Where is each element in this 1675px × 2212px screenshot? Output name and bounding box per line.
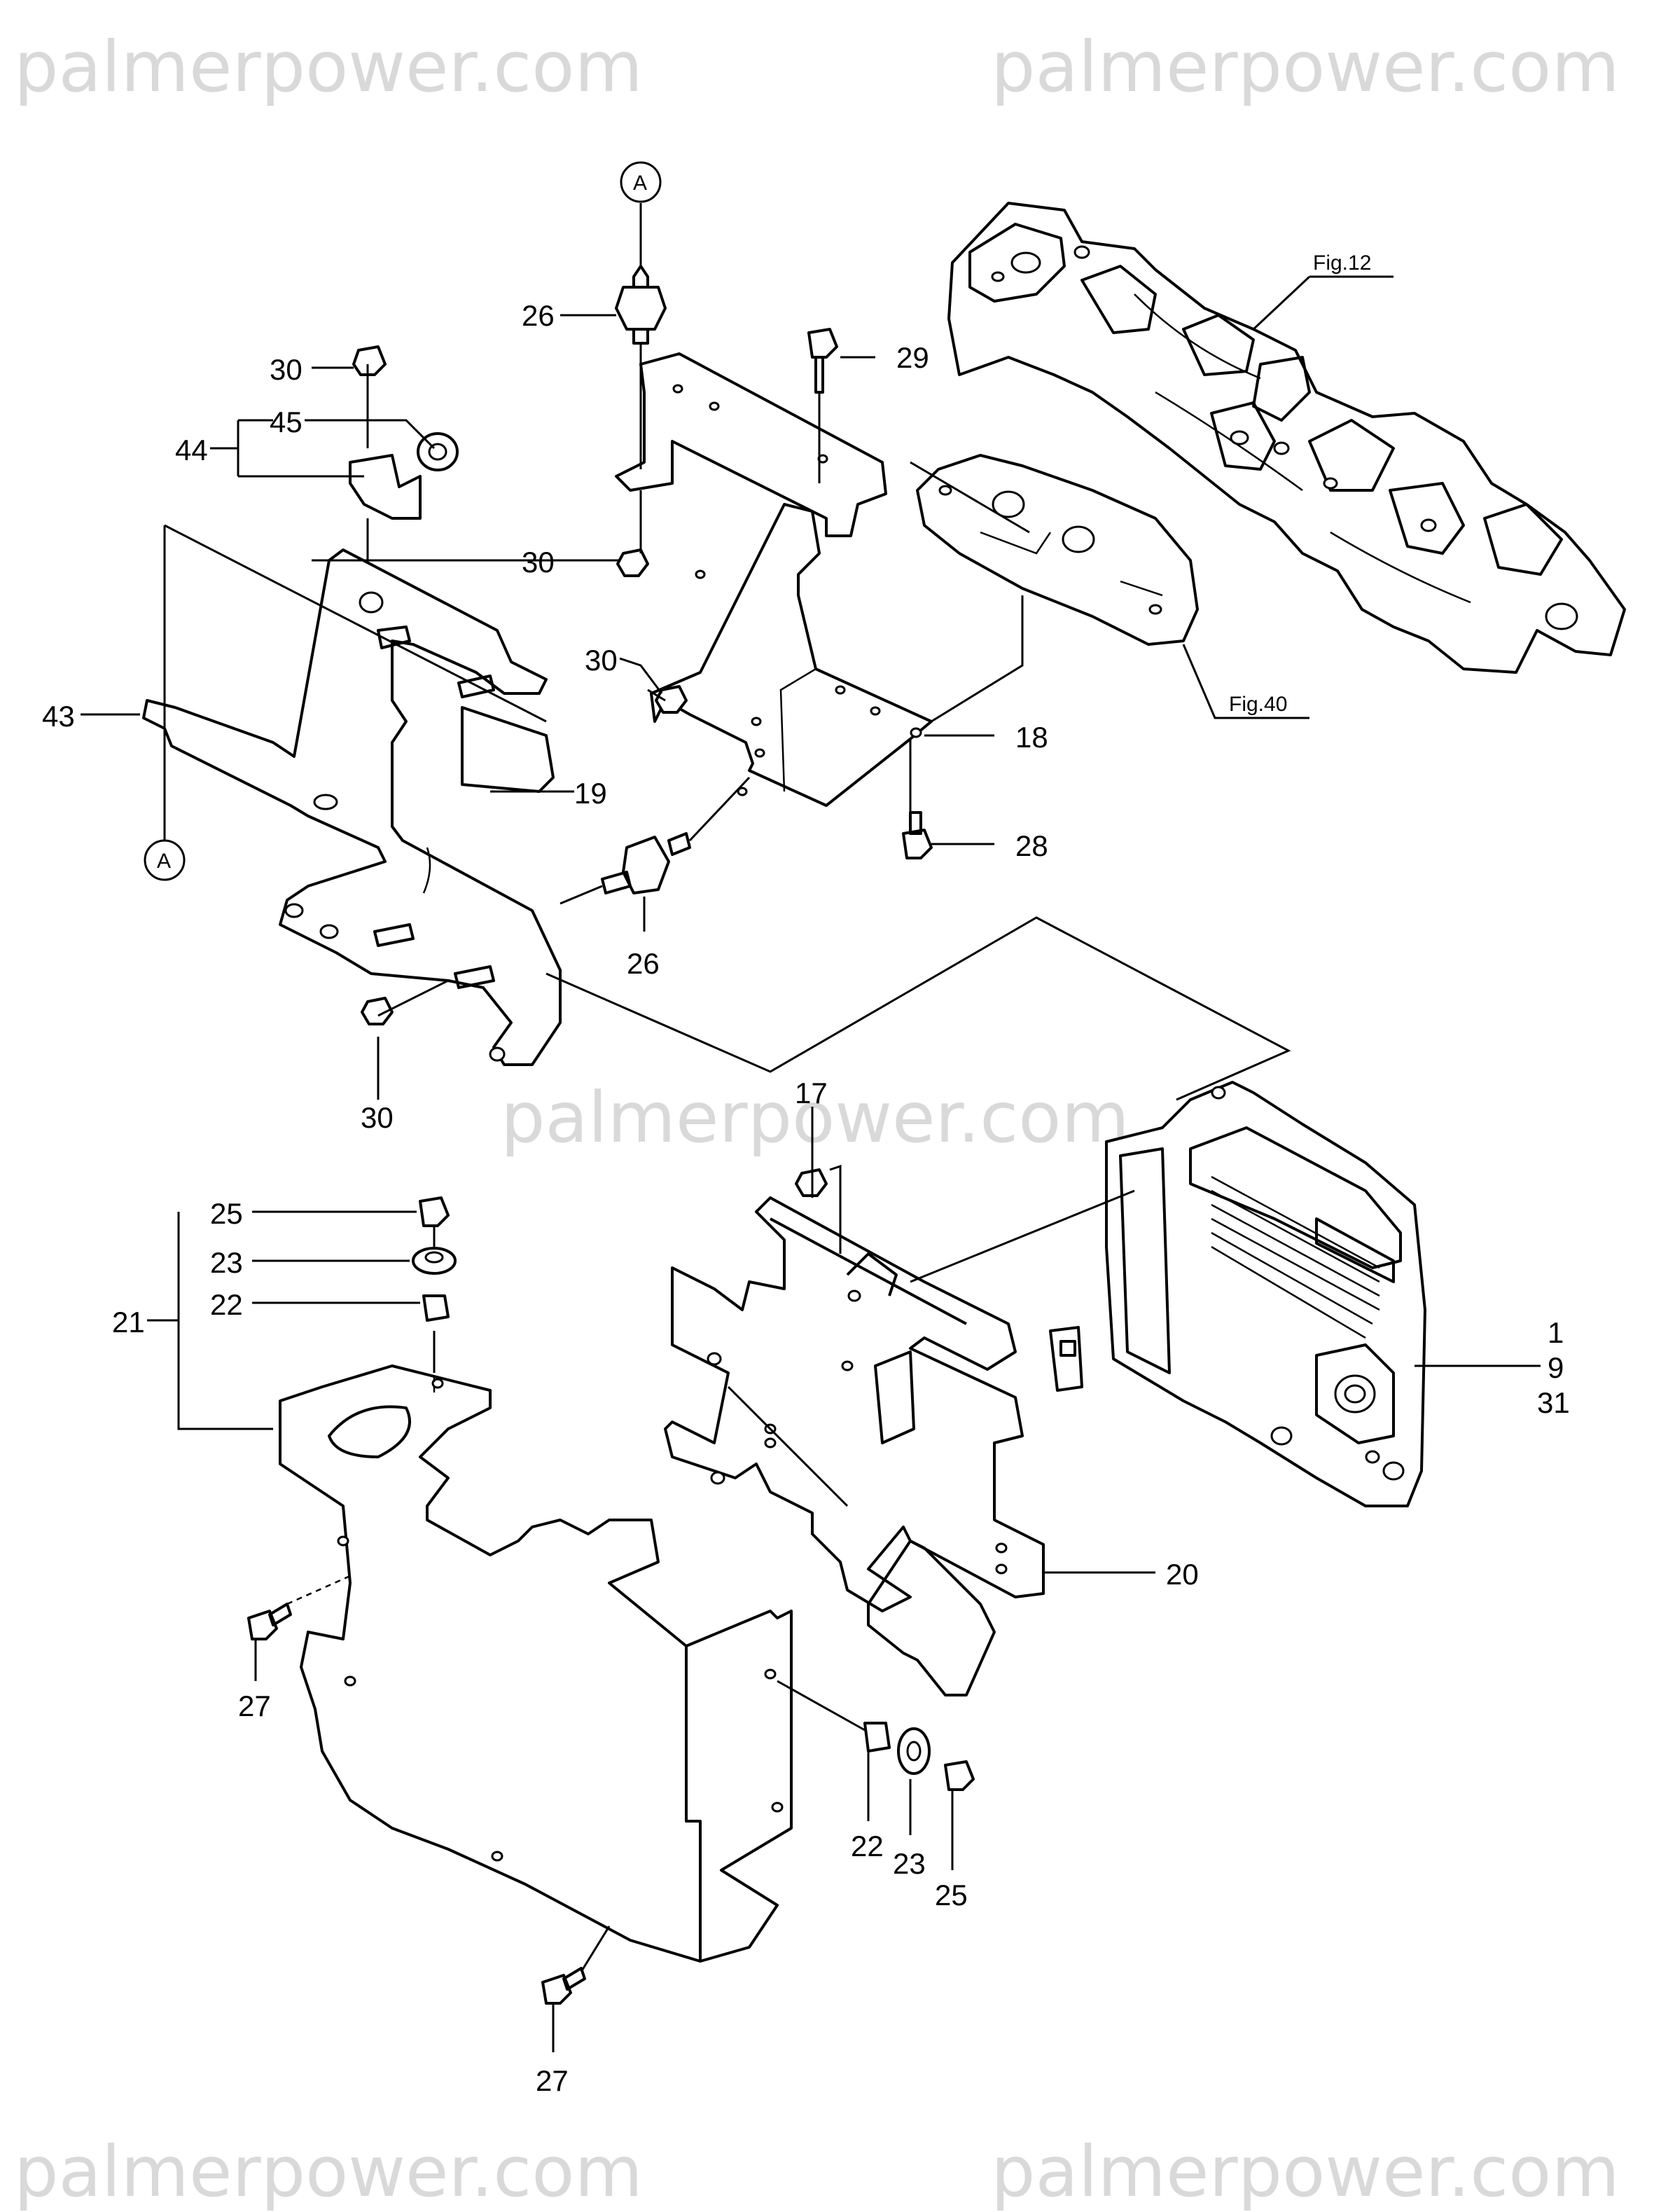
callout-22-b: 22 bbox=[851, 1830, 884, 1862]
reference-fig-40: Fig.40 bbox=[1229, 693, 1287, 716]
callout-22-a: 22 bbox=[210, 1288, 243, 1321]
callout-31: 31 bbox=[1537, 1386, 1570, 1419]
callout-45: 45 bbox=[270, 406, 303, 438]
callout-23-b: 23 bbox=[893, 1847, 926, 1880]
callout-27-b: 27 bbox=[536, 2064, 569, 2097]
callout-30-d: 30 bbox=[361, 1101, 394, 1134]
watermark-bottom-right: palmerpower.com bbox=[991, 2131, 1620, 2212]
watermark-top-right: palmerpower.com bbox=[991, 26, 1620, 108]
reference-circle-a-left bbox=[144, 839, 186, 881]
callout-21: 21 bbox=[112, 1306, 145, 1339]
left-bracket-plate-drawing bbox=[142, 548, 562, 1066]
ecu-cover-drawing bbox=[279, 1364, 793, 1963]
hardware-drawing bbox=[247, 265, 975, 2005]
callout-25-b: 25 bbox=[935, 1879, 968, 1912]
assembly-lines bbox=[163, 203, 1291, 1972]
callout-23-a: 23 bbox=[210, 1246, 243, 1279]
upper-bracket-drawing bbox=[615, 352, 933, 807]
callout-30-c: 30 bbox=[585, 644, 618, 677]
callout-26-mid: 26 bbox=[627, 947, 660, 980]
ecu-unit-drawing bbox=[1105, 1081, 1426, 1507]
callout-20: 20 bbox=[1166, 1558, 1199, 1591]
exhaust-manifold-drawing bbox=[947, 202, 1626, 674]
flange-gasket-drawing bbox=[916, 454, 1199, 646]
reference-a-top: A bbox=[633, 172, 647, 195]
reference-circle-a-top bbox=[620, 161, 662, 203]
callout-43: 43 bbox=[42, 700, 75, 733]
callout-25-a: 25 bbox=[210, 1197, 243, 1230]
reference-fig-12: Fig.12 bbox=[1313, 251, 1371, 275]
callout-29: 29 bbox=[896, 341, 929, 374]
lower-bracket-drawing bbox=[664, 1196, 1083, 1696]
watermark-center: palmerpower.com bbox=[501, 1077, 1130, 1159]
callout-18: 18 bbox=[1015, 721, 1048, 754]
callout-27-a: 27 bbox=[238, 1689, 271, 1722]
callout-1: 1 bbox=[1548, 1316, 1564, 1349]
callout-19: 19 bbox=[574, 777, 607, 810]
reference-a-left: A bbox=[157, 850, 171, 873]
callout-9: 9 bbox=[1548, 1351, 1564, 1384]
watermark-top-left: palmerpower.com bbox=[14, 26, 643, 108]
callout-28: 28 bbox=[1015, 829, 1048, 862]
leader-lines bbox=[81, 275, 1541, 2052]
callout-17: 17 bbox=[795, 1077, 828, 1110]
watermark-bottom-left: palmerpower.com bbox=[14, 2131, 643, 2212]
callout-30-a: 30 bbox=[270, 353, 303, 386]
callout-30-b: 30 bbox=[522, 546, 555, 579]
callout-44: 44 bbox=[175, 434, 208, 466]
callout-26-top: 26 bbox=[522, 299, 555, 332]
